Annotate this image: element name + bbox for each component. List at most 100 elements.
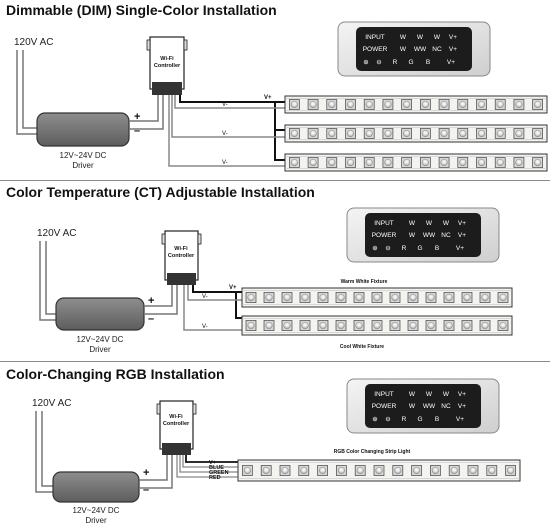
controller-tab <box>161 233 166 245</box>
wire-label: V+ <box>209 460 216 466</box>
blue-wire <box>182 455 238 468</box>
vplus-wire <box>274 130 285 161</box>
led-lens <box>481 294 489 302</box>
panel-label: ⊖ <box>376 59 382 66</box>
panel-label: G <box>408 59 413 66</box>
led-lens <box>290 129 298 137</box>
led-lens <box>459 100 467 108</box>
section-ct: 120V AC 12V~24V DC Driver + – Wi-Fi Cont… <box>37 207 513 354</box>
panel-label: W <box>417 34 424 41</box>
controller-label: Controller <box>163 421 190 427</box>
panel-face <box>365 384 481 428</box>
heading-dim: Dimmable (DIM) Single-Color Installation <box>6 2 277 18</box>
vplus-wire <box>185 455 238 463</box>
panel-label: POWER <box>363 46 388 53</box>
panel-label: R <box>402 416 407 423</box>
warm-white-strip <box>241 287 513 308</box>
panel-face <box>365 213 481 257</box>
led-lens <box>440 158 448 166</box>
led-lens <box>403 158 411 166</box>
panel-label: V+ <box>447 59 455 66</box>
led-lens <box>337 467 345 475</box>
panel-label: WW <box>414 46 427 53</box>
panel-label: ⊕ <box>363 59 369 66</box>
led-strip-2 <box>284 124 548 143</box>
panel-label: V+ <box>458 403 466 410</box>
driver-label: Driver <box>72 161 94 170</box>
fixture-label: Cool White Fixture <box>340 344 384 350</box>
panel-face <box>356 27 472 71</box>
led-lens <box>463 294 471 302</box>
panel-label: W <box>426 391 433 398</box>
led-lens <box>309 158 317 166</box>
led-lens <box>459 129 467 137</box>
led-lens <box>384 100 392 108</box>
panel-label: NC <box>432 46 442 53</box>
fixture-label: Warm White Fixture <box>341 279 388 285</box>
section-dim: 120V AC 12V~24V DC Driver + – Wi-Fi Cont… <box>14 21 548 172</box>
led-lens <box>347 158 355 166</box>
led-strip-3 <box>284 153 548 172</box>
led-lens <box>283 322 291 330</box>
led-lens <box>265 294 273 302</box>
controller-base <box>162 443 191 455</box>
panel-label: B <box>435 416 439 423</box>
led-lens <box>450 467 458 475</box>
panel-label: W <box>409 232 416 239</box>
panel-label: POWER <box>372 403 397 410</box>
panel-label: NC <box>441 403 451 410</box>
vplus-wire <box>179 95 285 103</box>
panel-label: ⊖ <box>385 416 391 423</box>
panel-label: W <box>443 220 450 227</box>
led-lens <box>478 158 486 166</box>
led-lens <box>300 467 308 475</box>
section-divider <box>0 180 550 181</box>
heading-ct: Color Temperature (CT) Adjustable Instal… <box>6 184 315 200</box>
panel-label: POWER <box>372 232 397 239</box>
section-rgb: 120V AC 12V~24V DC Driver + – Wi-Fi Cont… <box>32 378 521 525</box>
panel-label: W <box>409 391 416 398</box>
led-lens <box>403 129 411 137</box>
vplus-wire <box>235 292 242 319</box>
controller-label: Wi-Fi <box>174 246 188 252</box>
wire-label: RED <box>209 475 221 481</box>
led-lens <box>281 467 289 475</box>
controller-tab <box>197 233 202 245</box>
led-lens <box>394 467 402 475</box>
panel-label: INPUT <box>374 220 394 227</box>
dc-wire <box>129 95 164 130</box>
led-lens <box>290 158 298 166</box>
led-lens <box>265 322 273 330</box>
led-lens <box>243 467 251 475</box>
panel-label: V+ <box>458 220 466 227</box>
panel-label: W <box>400 34 407 41</box>
led-lens <box>496 129 504 137</box>
panel-label: W <box>434 34 441 41</box>
led-lens <box>459 158 467 166</box>
led-driver <box>52 471 140 503</box>
controller-base <box>167 273 196 285</box>
wire-label: V- <box>222 160 228 166</box>
led-lens <box>499 322 507 330</box>
led-lens <box>478 129 486 137</box>
dc-wire <box>139 455 173 489</box>
wifi-controller <box>159 400 194 450</box>
wire-label: V+ <box>229 285 237 291</box>
ac-wire <box>35 411 53 493</box>
led-lens <box>431 467 439 475</box>
led-lens <box>413 467 421 475</box>
led-lens <box>421 100 429 108</box>
led-lens <box>384 158 392 166</box>
wifi-controller <box>149 36 185 90</box>
cool-white-strip <box>241 315 513 336</box>
panel-label: V+ <box>456 245 464 252</box>
led-lens <box>534 100 542 108</box>
controller-tab <box>156 403 161 415</box>
led-lens <box>427 322 435 330</box>
ac-label: 120V AC <box>14 37 53 48</box>
plus-sign: + <box>148 295 154 307</box>
led-lens <box>469 467 477 475</box>
